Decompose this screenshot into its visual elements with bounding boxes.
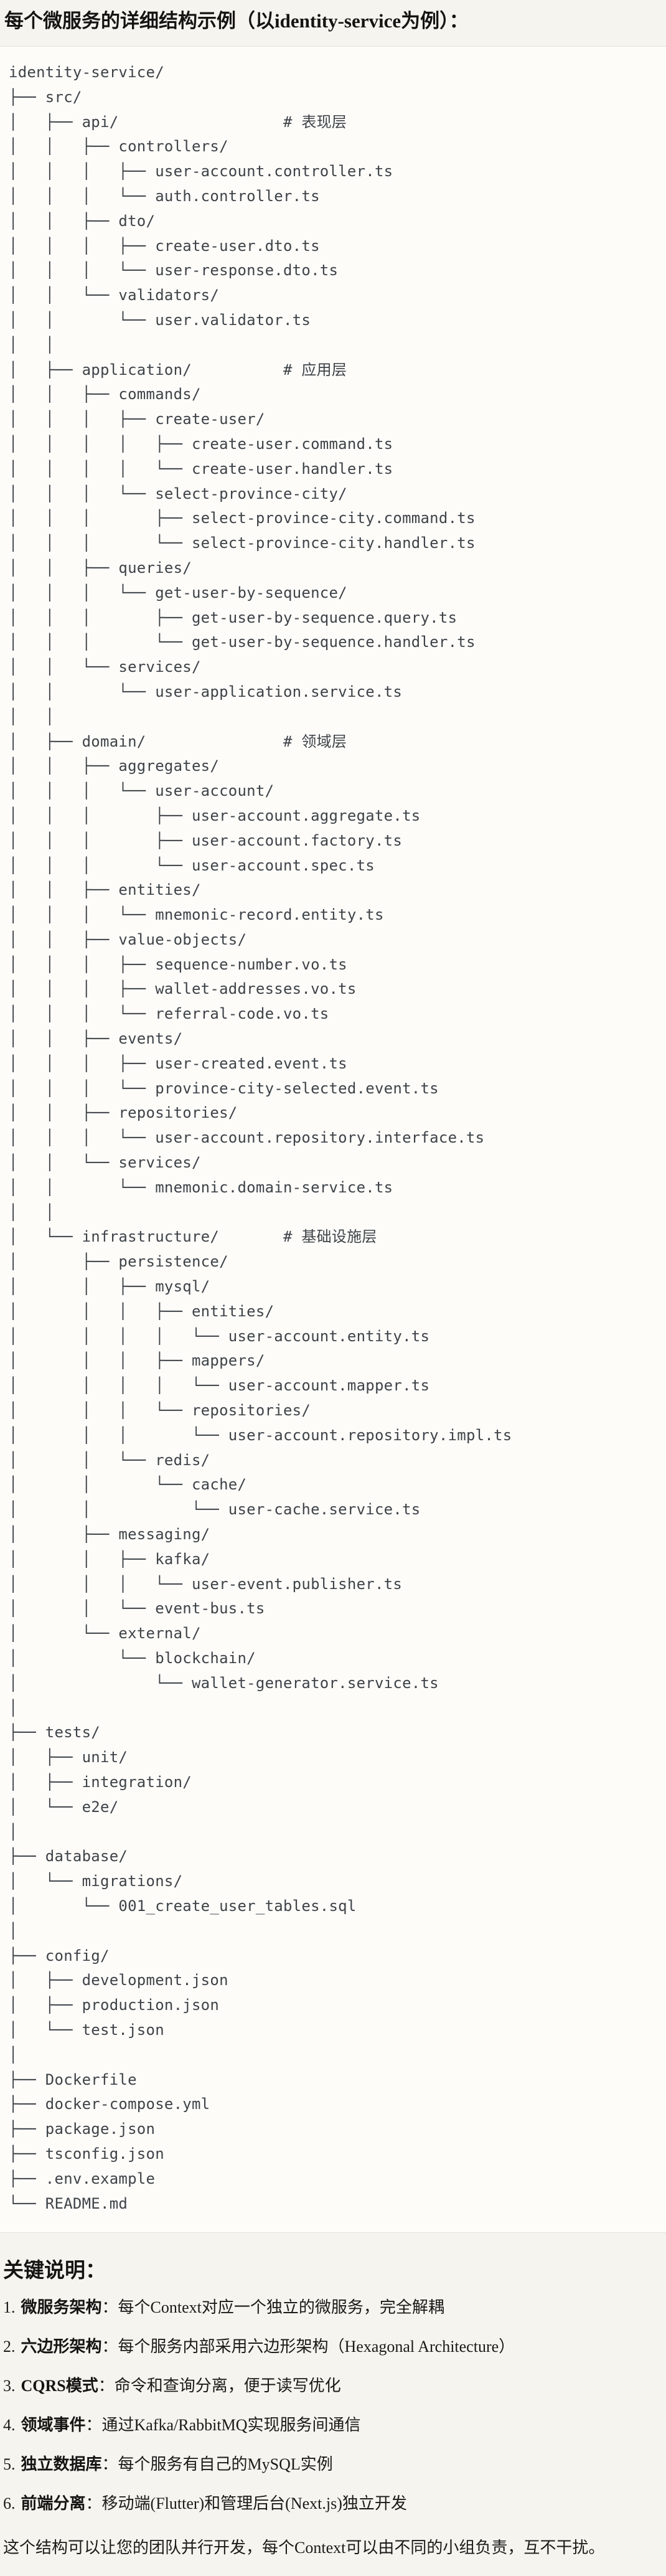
note-separator: ： — [98, 2377, 115, 2395]
note-label: CQRS模式 — [21, 2377, 98, 2395]
note-item-4: 4. 领域事件：通过Kafka/RabbitMQ实现服务间通信 — [3, 2414, 661, 2436]
note-text: 每个服务有自己的MySQL实例 — [118, 2455, 333, 2474]
page-title: 每个微服务的详细结构示例（以identity-service为例）： — [4, 10, 469, 32]
note-separator: ： — [85, 2494, 102, 2513]
note-item-1: 1. 微服务架构：每个Context对应一个独立的微服务，完全解耦 — [3, 2296, 661, 2318]
note-label: 领域事件 — [21, 2416, 86, 2435]
closing-paragraph: 这个结构可以让您的团队并行开发，每个Context可以由不同的小组负责，互不干扰… — [3, 2539, 605, 2557]
note-label: 前端分离 — [21, 2494, 86, 2513]
note-item-6: 6. 前端分离：移动端(Flutter)和管理后台(Next.js)独立开发 — [3, 2493, 661, 2514]
note-label: 独立数据库 — [21, 2455, 102, 2474]
note-text: 通过Kafka/RabbitMQ实现服务间通信 — [101, 2416, 361, 2435]
note-text: 移动端(Flutter)和管理后台(Next.js)独立开发 — [101, 2494, 407, 2513]
note-text: 每个Context对应一个独立的微服务，完全解耦 — [118, 2298, 444, 2317]
note-item-5: 5. 独立数据库：每个服务有自己的MySQL实例 — [3, 2453, 661, 2475]
notes-section: 关键说明： 1.微服务架构：每个Context对应一个独立的微服务，完全解耦 2… — [0, 2258, 666, 2576]
note-number: 3. — [3, 2377, 16, 2395]
note-separator: ： — [101, 2338, 118, 2356]
notes-heading: 关键说明： — [3, 2260, 106, 2283]
note-text: 命令和查询分离，便于读写优化 — [114, 2377, 341, 2395]
note-separator: ： — [85, 2416, 102, 2435]
note-text: 每个服务内部采用六边形架构（Hexagonal Architecture） — [118, 2338, 515, 2356]
note-number: 6. — [3, 2494, 16, 2513]
note-number: 4. — [3, 2416, 16, 2435]
note-separator: ： — [101, 2298, 118, 2317]
note-number: 2. — [3, 2338, 16, 2356]
note-number: 1. — [3, 2298, 16, 2317]
note-item-2: 2. 六边形架构：每个服务内部采用六边形架构（Hexagonal Architec… — [3, 2336, 661, 2357]
note-label: 六边形架构 — [21, 2338, 102, 2356]
directory-tree: identity-service/ ├── src/ │ ├── api/ # … — [9, 64, 512, 2212]
note-label: 微服务架构 — [21, 2298, 102, 2317]
note-number: 5. — [3, 2455, 16, 2474]
note-separator: ： — [101, 2455, 118, 2474]
note-item-3: 3. CQRS模式：命令和查询分离，便于读写优化 — [3, 2375, 661, 2397]
directory-tree-block: identity-service/ ├── src/ │ ├── api/ # … — [0, 46, 666, 2234]
